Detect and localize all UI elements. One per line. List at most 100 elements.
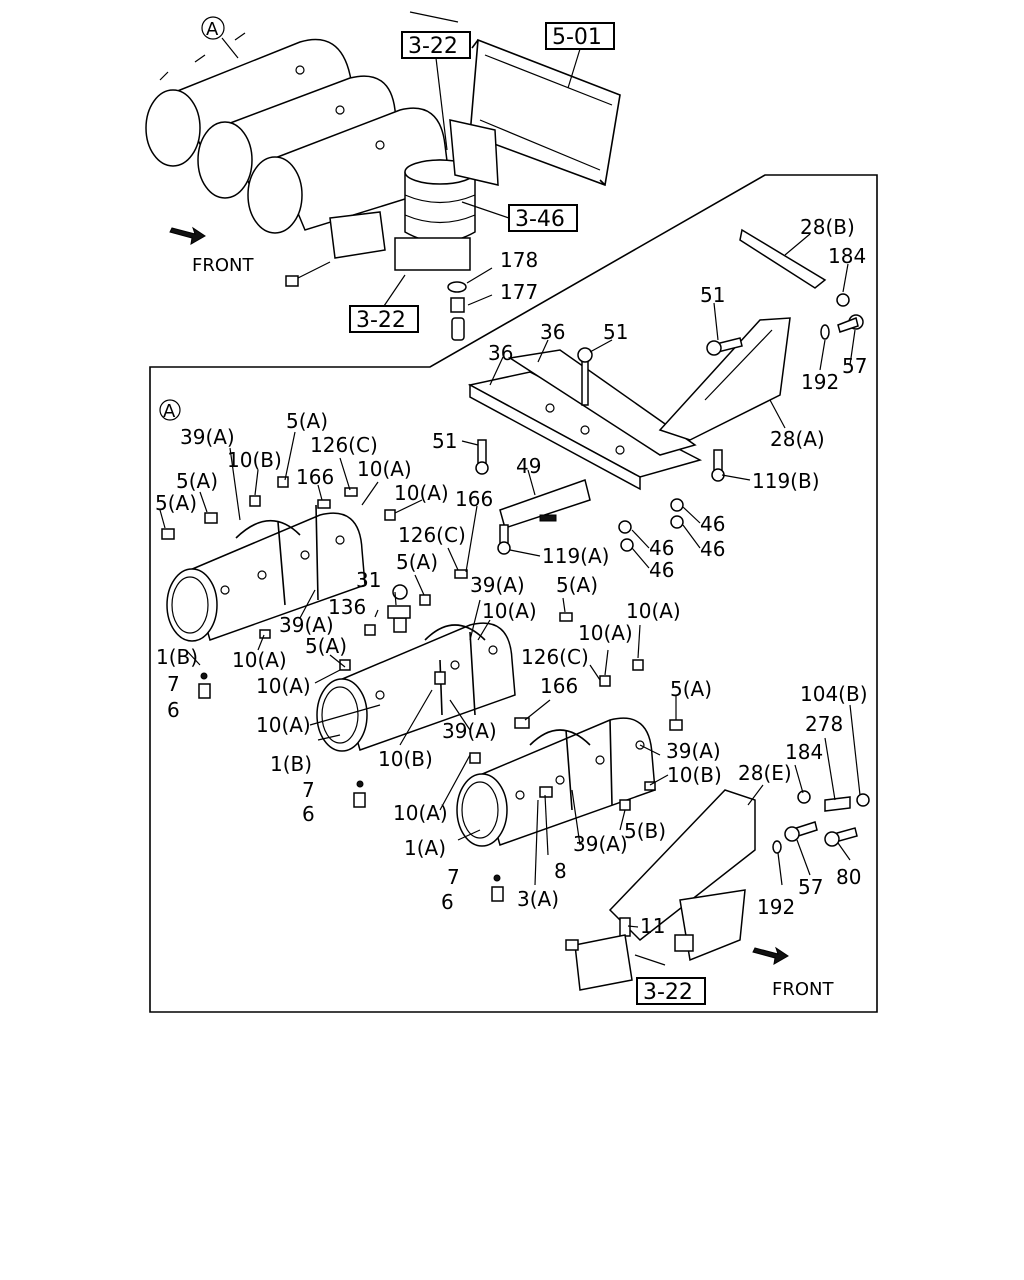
label-57-upper: 57	[842, 354, 867, 378]
label-7-a: 7	[167, 672, 180, 696]
overview-assembly: FRONT A 3-22 5-01 3-46 3-22 178 177	[145, 11, 621, 341]
label-51-upper: 51	[700, 283, 725, 307]
label-184-lower: 184	[785, 740, 823, 764]
label-39a-3: 39(A)	[279, 613, 334, 637]
label-39a-5: 39(A)	[666, 739, 721, 763]
label-46-c: 46	[649, 536, 674, 560]
label-5a-3: 5(A)	[155, 491, 197, 515]
overview-marker: A	[206, 19, 219, 40]
air-dryer	[394, 119, 499, 271]
label-6-a: 6	[167, 698, 180, 722]
label-39a-2: 39(A)	[470, 573, 525, 597]
label-28e: 28(E)	[738, 761, 792, 785]
parts-178-177	[447, 267, 493, 341]
label-51-left: 51	[432, 429, 457, 453]
label-46-d: 46	[649, 558, 674, 582]
label-46-b: 46	[700, 537, 725, 561]
tank-1b-upper	[166, 504, 366, 642]
label-166-c: 166	[540, 674, 578, 698]
bracket-28e	[608, 789, 756, 962]
bracket-28b	[739, 228, 827, 289]
bracket-28a	[658, 317, 791, 441]
overview-tanks	[145, 32, 451, 234]
nuts-washers	[618, 293, 870, 854]
label-36-lower: 36	[488, 341, 513, 365]
ref-3-46: 3-46	[461, 201, 578, 232]
label-178: 178	[500, 248, 538, 272]
label-10a-7: 10(A)	[256, 674, 311, 698]
label-126c-3: 126(C)	[521, 645, 589, 669]
label-166-b: 166	[296, 465, 334, 489]
detail-front-label: FRONT	[772, 979, 834, 1000]
detail-valve	[565, 934, 694, 991]
svg-text:3-46: 3-46	[515, 207, 565, 232]
label-31: 31	[356, 568, 381, 592]
label-8: 8	[554, 859, 567, 883]
label-28a: 28(A)	[770, 427, 825, 451]
label-119a: 119(A)	[542, 544, 609, 568]
label-5a-2: 5(A)	[176, 469, 218, 493]
label-80: 80	[836, 865, 861, 889]
label-10a-2: 10(A)	[394, 481, 449, 505]
label-7-b: 7	[302, 778, 315, 802]
label-10a-4: 10(A)	[626, 599, 681, 623]
svg-text:3-22: 3-22	[356, 308, 406, 333]
label-7-c: 7	[447, 865, 460, 889]
label-192-lower: 192	[757, 895, 795, 919]
label-6-c: 6	[441, 890, 454, 914]
label-192-upper: 192	[801, 370, 839, 394]
ref-3-22-bottom: 3-22	[349, 274, 419, 333]
label-177: 177	[500, 280, 538, 304]
label-184-upper: 184	[828, 244, 866, 268]
label-5a-6: 5(A)	[305, 634, 347, 658]
label-136: 136	[328, 595, 366, 619]
label-6-b: 6	[302, 802, 315, 826]
label-5a-1: 5(A)	[286, 409, 328, 433]
tank-1a-lower	[456, 717, 656, 847]
label-10a-1: 10(A)	[357, 457, 412, 481]
label-278: 278	[805, 712, 843, 736]
label-10b-2: 10(B)	[378, 747, 433, 771]
detail-border	[149, 174, 878, 1013]
detail-front-arrow: FRONT	[752, 946, 834, 1000]
label-3a: 3(A)	[517, 887, 559, 911]
bracket-49	[499, 479, 591, 529]
label-166-a: 166	[455, 487, 493, 511]
label-36-upper: 36	[540, 320, 565, 344]
overview-marker-circle	[201, 16, 225, 40]
detail-marker-circle	[159, 399, 181, 421]
svg-text:3-22: 3-22	[643, 980, 693, 1005]
frame-rail	[409, 11, 621, 187]
detail-marker: A	[163, 401, 176, 422]
ref-3-22-detail: 3-22	[636, 977, 706, 1005]
label-39a-6: 39(A)	[573, 832, 628, 856]
svg-text:3-22: 3-22	[408, 34, 458, 59]
label-1a: 1(A)	[404, 836, 446, 860]
label-1b-1: 1(B)	[156, 645, 198, 669]
label-46-a: 46	[700, 512, 725, 536]
label-39a-1: 39(A)	[180, 425, 235, 449]
label-10b-3: 10(B)	[667, 763, 722, 787]
label-119b: 119(B)	[752, 469, 820, 493]
ref-3-22-top: 3-22	[401, 31, 471, 151]
label-10b-1: 10(B)	[227, 448, 282, 472]
tank-1b-middle	[316, 584, 516, 752]
label-5a-5: 5(A)	[556, 573, 598, 597]
label-51-mid: 51	[603, 320, 628, 344]
crossmember-36	[467, 349, 703, 491]
fittings	[161, 476, 683, 937]
label-39a-4: 39(A)	[442, 719, 497, 743]
overview-front-arrow: FRONT	[169, 226, 254, 276]
label-57-lower: 57	[798, 875, 823, 899]
part-labels: 28(B) 184 51 57 192 36 51 36 28(A) 51 49…	[155, 215, 868, 938]
label-10a-6: 10(A)	[232, 648, 287, 672]
label-10a-8: 10(A)	[256, 713, 311, 737]
label-104b: 104(B)	[800, 682, 868, 706]
overview-valve	[285, 211, 386, 287]
leader-lines	[159, 233, 861, 928]
label-126c-2: 126(C)	[398, 523, 466, 547]
detail-panel: A	[149, 174, 878, 1013]
label-11: 11	[640, 914, 665, 938]
ref-5-01: 5-01	[545, 22, 615, 89]
